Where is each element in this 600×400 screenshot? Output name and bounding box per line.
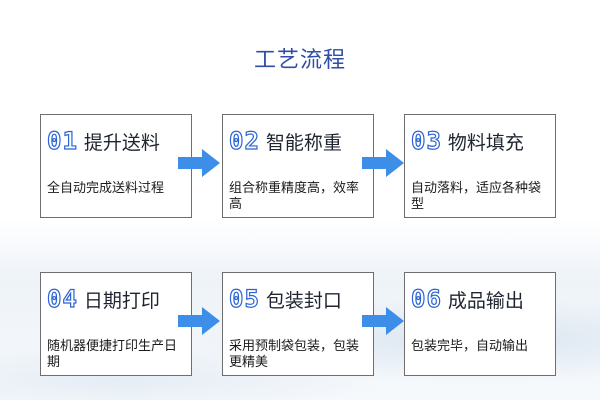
step-number: 05 [228, 284, 260, 313]
arrow-right-icon [178, 149, 220, 177]
step-description: 全自动完成送料过程 [47, 181, 165, 196]
step-header: 06 成品输出 [410, 283, 551, 315]
step-header: 05 包装封口 [228, 283, 369, 315]
step-box-5: 05 包装封口 采用预制袋包装，包装更精美 [222, 272, 374, 376]
step-title: 成品输出 [447, 289, 524, 312]
step-title: 日期打印 [83, 289, 160, 312]
step-header: 01 提升送料 [46, 125, 187, 157]
step-number: 03 [410, 126, 442, 155]
step-box-4: 04 日期打印 随机器便捷打印生产日期 [40, 272, 192, 376]
step-description: 随机器便捷打印生产日期 [47, 339, 178, 370]
step-box-1: 01 提升送料 全自动完成送料过程 [40, 114, 192, 218]
step-title: 包装封口 [265, 289, 342, 312]
step-box-2: 02 智能称重 组合称重精度高，效率高 [222, 114, 374, 218]
step-number: 01 [46, 126, 78, 155]
step-number: 04 [46, 284, 78, 313]
step-header: 04 日期打印 [46, 283, 187, 315]
step-number: 02 [228, 126, 260, 155]
step-header: 02 智能称重 [228, 125, 369, 157]
step-header: 03 物料填充 [410, 125, 551, 157]
step-box-3: 03 物料填充 自动落料，适应各种袋型 [404, 114, 556, 218]
step-description: 包装完毕，自动输出 [411, 339, 529, 354]
step-description: 组合称重精度高，效率高 [229, 181, 360, 212]
step-number: 06 [410, 284, 442, 313]
arrow-right-icon [362, 149, 404, 177]
step-box-6: 06 成品输出 包装完毕，自动输出 [404, 272, 556, 376]
step-title: 提升送料 [83, 131, 160, 154]
step-title: 物料填充 [447, 131, 524, 154]
step-description: 采用预制袋包装，包装更精美 [229, 339, 360, 370]
arrow-right-icon [178, 307, 220, 335]
step-title: 智能称重 [265, 131, 342, 154]
arrow-right-icon [362, 307, 404, 335]
step-description: 自动落料，适应各种袋型 [411, 181, 542, 212]
page-title: 工艺流程 [253, 48, 346, 73]
